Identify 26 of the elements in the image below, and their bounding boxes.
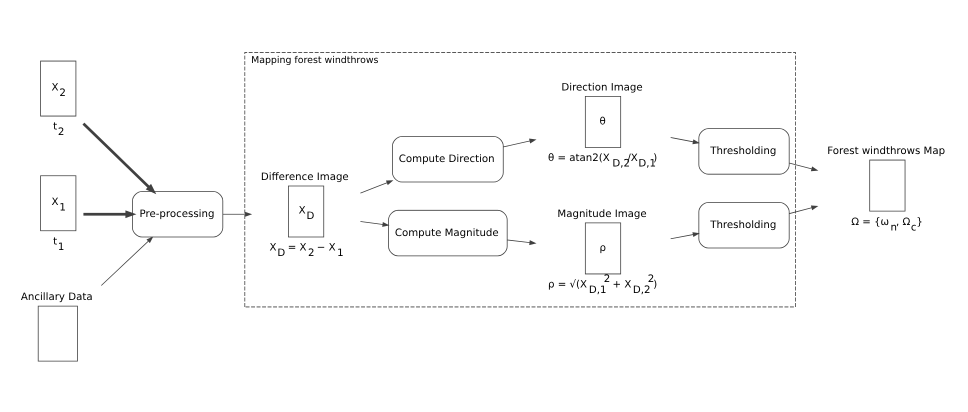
node-label: Magnitude Image	[557, 208, 647, 220]
node-label: Difference Image	[260, 172, 349, 183]
node-box: Compute Magnitude	[388, 210, 508, 256]
arrow	[506, 240, 536, 246]
node-label: Ancillary Data	[20, 292, 93, 304]
node-box: Pre-processing	[132, 191, 224, 238]
node-box: ρ	[584, 222, 622, 274]
arrow	[789, 162, 818, 172]
arrow	[222, 212, 252, 217]
node-label: Forest windthrows Map	[827, 146, 946, 158]
arrow	[360, 221, 390, 227]
arrow	[360, 180, 394, 194]
node-box: Thresholding	[698, 128, 790, 175]
arrow	[670, 137, 700, 144]
arrow	[83, 210, 136, 218]
node-box: Thresholding	[698, 202, 790, 248]
arrow	[670, 232, 700, 240]
node-label: Direction Image	[561, 82, 643, 94]
arrow	[503, 138, 537, 148]
arrow	[100, 236, 154, 286]
node-box: θ	[584, 96, 622, 148]
node-box	[869, 160, 906, 212]
node-box	[38, 306, 78, 362]
arrow	[82, 122, 156, 194]
node-box: Compute Direction	[392, 136, 504, 182]
arrow	[789, 205, 818, 214]
